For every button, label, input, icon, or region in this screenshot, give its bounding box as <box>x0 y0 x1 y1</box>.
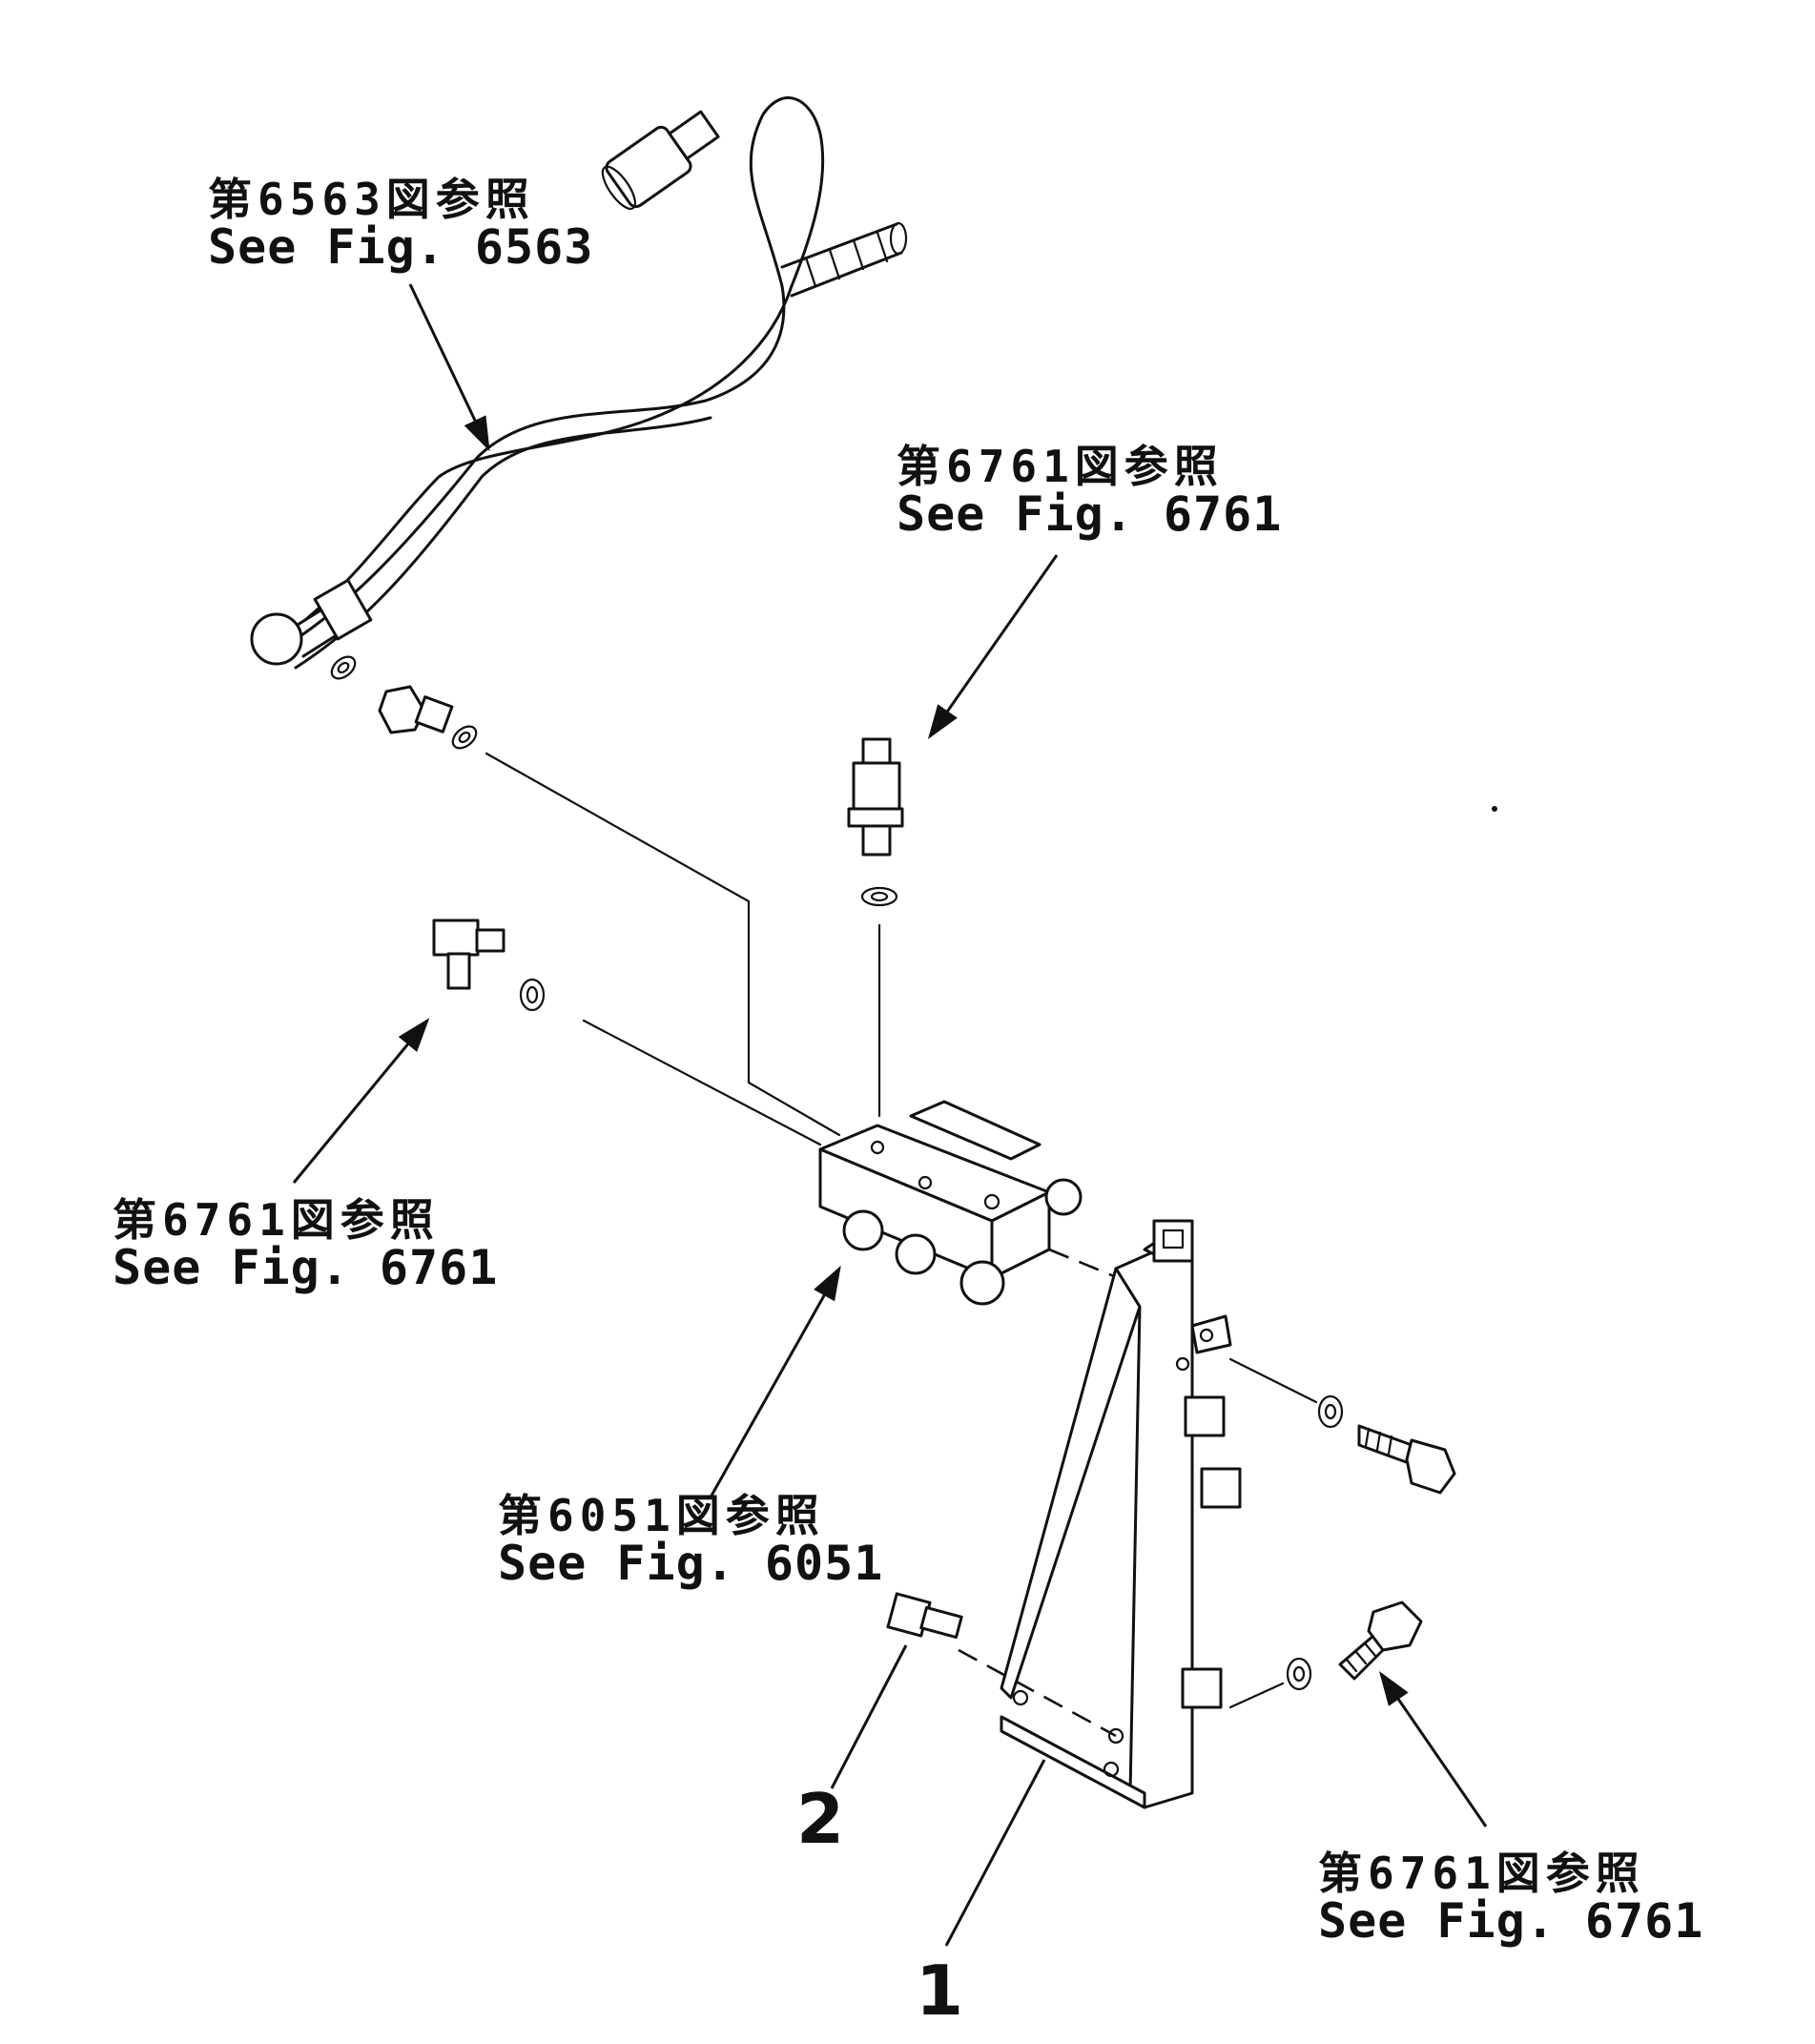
ref-label-jp: 第6761図参照 <box>897 441 1224 492</box>
elbow-fitting <box>432 919 546 1012</box>
fitting-part-2 <box>886 1592 963 1640</box>
washer-fitting-group-upper <box>330 655 478 750</box>
ref-label-en: See Fig. 6761 <box>1318 1893 1704 1950</box>
scan-speck <box>1492 806 1497 812</box>
arrow-ref-6761-bottom <box>1378 1671 1488 1827</box>
bolt-lower <box>1286 1600 1423 1691</box>
part-number-1: 1 <box>916 1951 964 2031</box>
assembly-line-bolt-upper <box>1228 1357 1318 1404</box>
assembly-line-elbow <box>582 1019 822 1146</box>
ref-label-6761-left: 第6761図参照 See Fig. 6761 <box>113 1197 498 1293</box>
ref-label-jp: 第6563図参照 <box>208 174 535 225</box>
ref-label-jp: 第6761図参照 <box>1318 1848 1645 1899</box>
hydraulic-hose <box>250 96 908 670</box>
ref-label-en: See Fig. 6761 <box>113 1240 499 1296</box>
ref-label-en: See Fig. 6563 <box>208 219 594 276</box>
arrow-ref-6761-left <box>292 1018 430 1184</box>
valve-block <box>818 1100 1083 1306</box>
bolt-upper <box>1317 1394 1456 1495</box>
arrow-ref-6563 <box>408 283 490 452</box>
ref-label-jp: 第6761図参照 <box>113 1194 440 1246</box>
ref-label-6761-bottom: 第6761図参照 See Fig. 6761 <box>1318 1850 1703 1947</box>
part-number-2: 2 <box>796 1779 845 1859</box>
pressure-switch <box>847 737 904 1118</box>
ref-label-en: See Fig. 6051 <box>498 1536 884 1592</box>
ref-label-6563: 第6563図参照 See Fig. 6563 <box>208 176 593 273</box>
arrow-ref-6761-top <box>927 554 1059 739</box>
ref-label-jp: 第6051図参照 <box>498 1490 825 1541</box>
assembly-line-hose <box>485 752 841 1137</box>
ref-label-6051: 第6051図参照 See Fig. 6051 <box>498 1493 883 1589</box>
ref-label-en: See Fig. 6761 <box>897 486 1283 543</box>
leader-part-1 <box>944 1759 1046 1947</box>
leader-part-2 <box>830 1644 908 1789</box>
arrow-ref-6051 <box>710 1265 841 1497</box>
bracket <box>958 1219 1285 1809</box>
ref-label-6761-top: 第6761図参照 See Fig. 6761 <box>897 444 1282 540</box>
